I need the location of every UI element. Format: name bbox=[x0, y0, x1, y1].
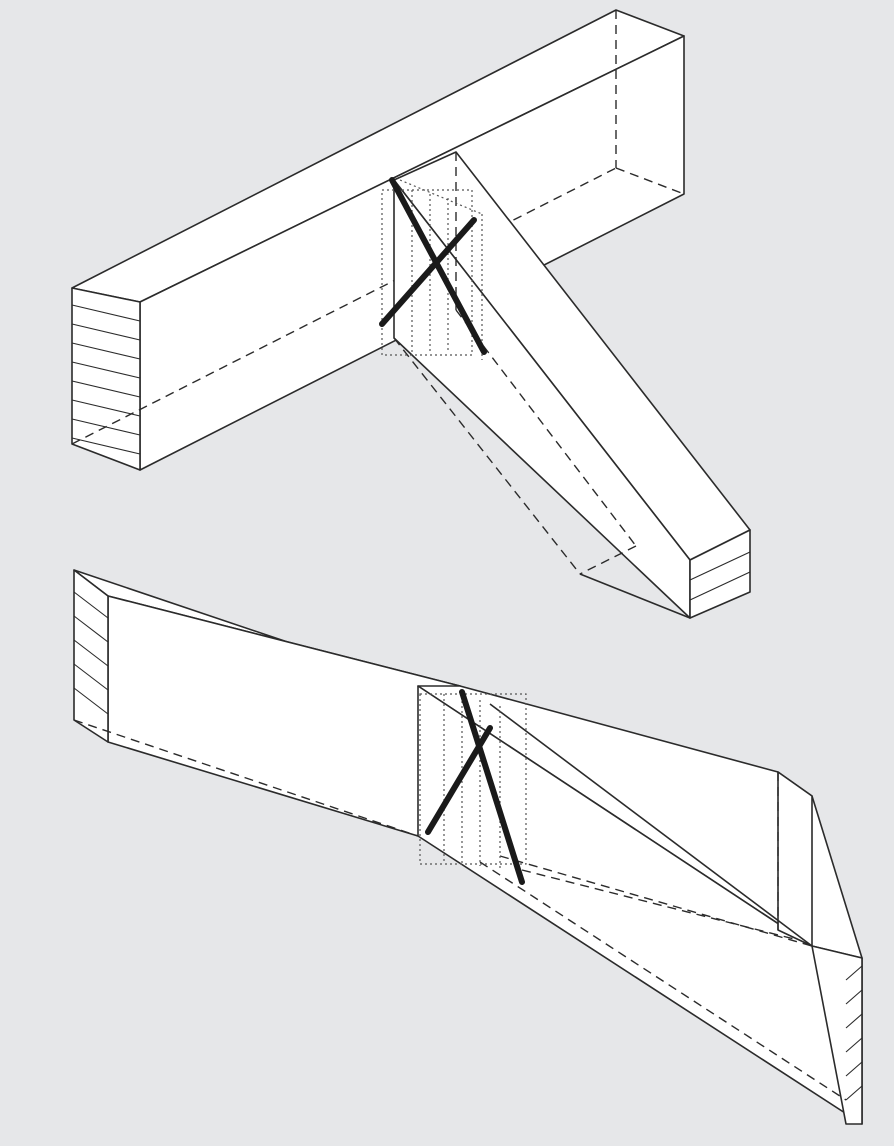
screw-4 bbox=[425, 725, 493, 835]
screw-1 bbox=[389, 177, 487, 355]
top-angled-rafter bbox=[393, 151, 751, 619]
sloped-beam-grain-lines bbox=[73, 591, 109, 715]
screw-2 bbox=[379, 217, 477, 327]
bottom-angled-member bbox=[417, 685, 863, 1125]
rafter-end-grain bbox=[689, 529, 751, 619]
member-grain-lines bbox=[845, 965, 863, 1101]
sloped-beam-hidden-edge bbox=[73, 719, 419, 837]
top-beam-end-grain bbox=[71, 287, 141, 471]
screw-3 bbox=[459, 689, 525, 885]
sloped-beam-end-grain bbox=[73, 569, 109, 743]
top-joint-panel bbox=[71, 9, 751, 619]
top-bore-guides bbox=[381, 179, 483, 360]
member-end-grain bbox=[811, 945, 863, 1125]
top-crossed-screws bbox=[379, 177, 487, 355]
sloped-beam-front-face bbox=[107, 595, 461, 837]
bottom-bore-guides bbox=[419, 693, 527, 868]
bottom-crossed-screws bbox=[425, 689, 525, 885]
bottom-sloped-beam bbox=[73, 569, 461, 837]
rafter-grain-lines bbox=[689, 551, 751, 601]
bottom-joint-panel bbox=[73, 569, 863, 1125]
member-side-face bbox=[777, 771, 813, 947]
